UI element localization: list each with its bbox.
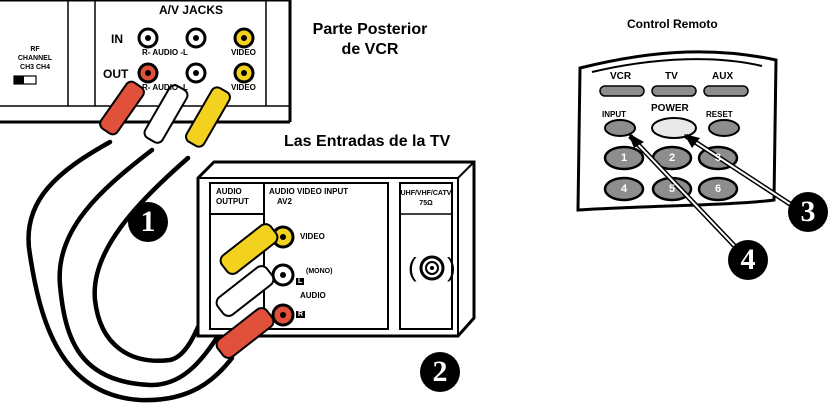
step-4-badge: 4: [728, 240, 768, 280]
remote-power-key[interactable]: [651, 117, 697, 139]
vcr-out-video-jack: [233, 62, 255, 84]
audio-output-line1: AUDIO: [216, 187, 242, 196]
remote-key-1-label: 1: [620, 152, 628, 164]
av-jacks-label: A/V JACKS: [159, 3, 224, 17]
remote-input-label: INPUT: [602, 110, 626, 119]
tv-l-badge: L: [296, 278, 305, 285]
vcr-yellow-plug: [185, 86, 231, 148]
vcr-in-audio-r-jack: [137, 27, 159, 49]
tv-r-badge: R: [296, 311, 306, 318]
vcr-plugs: [99, 80, 231, 148]
remote-tv-label: TV: [665, 71, 678, 82]
tv-video-label: VIDEO: [300, 232, 325, 241]
vcr-title-line1: Parte Posterior: [312, 21, 428, 38]
vcr-jacks: [137, 27, 255, 84]
vcr-out-label: OUT: [103, 67, 129, 81]
av-input-line1: AUDIO VIDEO INPUT: [269, 187, 349, 196]
remote-vcr-key[interactable]: [599, 85, 645, 97]
step-3-badge: 3: [788, 192, 828, 232]
tv-yellow-plug: [219, 223, 279, 275]
remote-aux-key[interactable]: [703, 85, 749, 97]
red-cable: [26, 139, 235, 403]
vcr-r-audio-l-top-label: R- AUDIO -L: [142, 48, 188, 57]
uhf-label-line1: UHF/VHF/CATV: [400, 190, 452, 197]
tv-audio-label: AUDIO: [300, 291, 326, 300]
remote-reset-key[interactable]: [708, 119, 740, 137]
audio-output-line2: OUTPUT: [216, 197, 249, 206]
step-2-badge: 2: [420, 352, 460, 392]
tv-mono-label: (MONO): [306, 268, 333, 275]
remote-body: [576, 50, 778, 212]
remote-power-label: POWER: [651, 103, 689, 114]
rf-label-line1: RF: [30, 46, 40, 53]
vcr-r-audio-l-bottom-label: R- AUDIO -L: [142, 83, 188, 92]
tv-red-plug: [215, 307, 275, 359]
vcr-back-panel: [0, 0, 292, 124]
remote-aux-label: AUX: [712, 71, 734, 82]
tv-audio-l-jack: [271, 263, 295, 287]
remote-reset-label: RESET: [706, 110, 733, 119]
remote-input-key[interactable]: [604, 119, 636, 137]
vcr-in-video-jack: [233, 27, 255, 49]
vcr-in-label: IN: [111, 32, 123, 46]
coax-bracket-right: ): [447, 252, 456, 282]
remote-key-1[interactable]: [603, 145, 645, 171]
vcr-red-plug: [99, 80, 145, 136]
step-1-badge: 1: [128, 202, 168, 242]
tv-white-plug: [215, 265, 275, 317]
remote-title: Control Remoto: [627, 17, 718, 31]
vcr-in-audio-l-jack: [185, 27, 207, 49]
remote-key-4-label: 4: [620, 183, 628, 195]
white-cable: [57, 147, 225, 388]
tv-jacks: [271, 225, 295, 327]
remote-key-6-label: 6: [714, 183, 722, 195]
vcr-out-audio-r-jack: [137, 62, 159, 84]
uhf-label-line2: 75Ω: [419, 200, 433, 207]
vcr-video-bottom-label: VIDEO: [231, 83, 256, 92]
tv-title: Las Entradas de la TV: [284, 133, 451, 150]
remote-key-5-label: 5: [668, 183, 676, 195]
remote-key-3-label: 3: [714, 152, 722, 164]
tv-audio-r-jack: [271, 303, 295, 327]
av-input-line2: AV2: [277, 197, 292, 206]
vcr-out-audio-l-jack: [185, 62, 207, 84]
vcr-white-plug: [143, 84, 189, 144]
tv-plugs: [215, 223, 279, 359]
remote-tv-key[interactable]: [651, 85, 697, 97]
vcr-video-top-label: VIDEO: [231, 48, 256, 57]
remote-key-6[interactable]: [697, 176, 739, 202]
remote-vcr-label: VCR: [610, 71, 632, 82]
remote-key-2-label: 2: [668, 152, 676, 164]
vcr-title-line2: de VCR: [341, 41, 399, 58]
callout-pointers: [628, 133, 795, 260]
rf-label-line3: CH3 CH4: [20, 64, 50, 71]
remote-key-4[interactable]: [603, 176, 645, 202]
coax-connector: [419, 255, 445, 281]
rf-label-line2: CHANNEL: [17, 55, 53, 62]
coax-bracket-left: (: [408, 252, 417, 282]
